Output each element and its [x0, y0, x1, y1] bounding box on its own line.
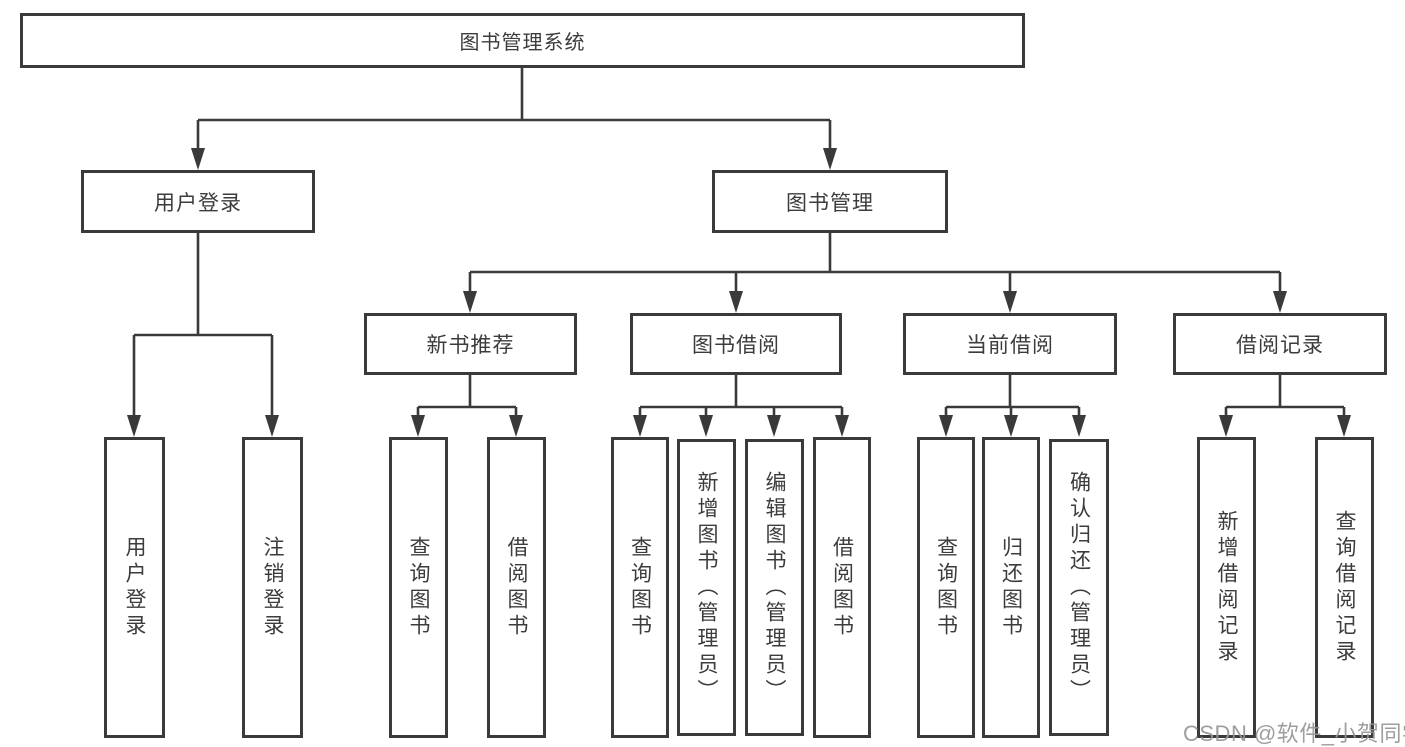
node-new-book-recommend: 新书推荐: [364, 313, 577, 375]
arrowheads: [127, 148, 1351, 437]
leaf-current-query-books-label: 查询图书: [934, 535, 958, 640]
arrowhead: [411, 415, 425, 437]
node-new-book-recommend-label: 新书推荐: [426, 334, 515, 357]
arrowhead: [265, 415, 279, 437]
arrowhead: [767, 415, 781, 437]
leaf-borrow-borrow-books-label: 借阅图书: [830, 535, 854, 640]
leaf-current-confirm-return-admin: 确认归还（管理员）: [1049, 439, 1109, 736]
arrowhead: [699, 415, 713, 437]
node-borrow-records: 借阅记录: [1173, 313, 1387, 375]
leaf-user-login-label: 用户登录: [123, 535, 146, 640]
node-root: 图书管理系统: [20, 13, 1025, 68]
leaf-user-login: 用户登录: [104, 437, 165, 738]
arrowhead: [633, 415, 647, 437]
leaf-newbook-query-books-label: 查询图书: [407, 535, 430, 640]
leaf-borrow-query-books-label: 查询图书: [628, 535, 652, 640]
leaf-borrow-edit-books-admin: 编辑图书（管理员）: [745, 439, 804, 736]
arrowhead: [823, 148, 837, 170]
leaf-newbook-borrow-books-label: 借阅图书: [505, 535, 528, 640]
leaf-records-query-record: 查询借阅记录: [1315, 437, 1374, 738]
leaf-newbook-borrow-books: 借阅图书: [487, 437, 546, 738]
watermark: CSDN @软件_小贺同学: [1183, 721, 1405, 746]
leaf-current-query-books: 查询图书: [917, 437, 975, 738]
node-book-borrow-label: 图书借阅: [692, 334, 780, 357]
connector-bookborrow-to-leaves: [638, 375, 844, 417]
node-book-management-label: 图书管理: [786, 191, 874, 215]
arrowhead: [1003, 291, 1017, 313]
leaf-current-return-books-label: 归还图书: [999, 535, 1023, 640]
arrowhead: [1337, 415, 1351, 437]
arrowhead: [509, 415, 523, 437]
leaf-logout: 注销登录: [242, 437, 303, 738]
arrowhead: [127, 415, 141, 437]
leaf-current-confirm-return-admin-label: 确认归还（管理员）: [1067, 470, 1091, 705]
arrowhead: [1072, 415, 1086, 437]
arrowhead: [1219, 415, 1233, 437]
node-root-label: 图书管理系统: [459, 32, 586, 54]
leaf-current-return-books: 归还图书: [982, 437, 1040, 738]
node-user-login: 用户登录: [81, 170, 315, 233]
connector-root-to-level2: [196, 68, 832, 150]
connector-bookmgmt-to-level3: [468, 233, 1282, 293]
connector-records-to-leaves: [1224, 375, 1346, 417]
node-current-borrow-label: 当前借阅: [966, 334, 1054, 357]
node-book-management: 图书管理: [712, 170, 948, 233]
leaf-borrow-borrow-books: 借阅图书: [813, 437, 871, 738]
arrowhead: [729, 291, 743, 313]
leaf-borrow-query-books: 查询图书: [611, 437, 669, 738]
node-book-borrow: 图书借阅: [630, 313, 842, 375]
arrowhead: [191, 148, 205, 170]
leaf-borrow-add-books-admin: 新增图书（管理员）: [677, 439, 736, 736]
leaf-records-query-record-label: 查询借阅记录: [1333, 509, 1356, 666]
arrowhead: [1273, 291, 1287, 313]
arrowhead: [463, 291, 477, 313]
leaf-records-add-record: 新增借阅记录: [1197, 437, 1256, 738]
arrowhead: [939, 415, 953, 437]
node-current-borrow: 当前借阅: [903, 313, 1117, 375]
leaf-logout-label: 注销登录: [261, 535, 284, 640]
leaf-newbook-query-books: 查询图书: [389, 437, 448, 738]
node-user-login-label: 用户登录: [154, 191, 242, 215]
leaf-borrow-add-books-admin-label: 新增图书（管理员）: [695, 470, 718, 705]
arrowhead: [835, 415, 849, 437]
node-borrow-records-label: 借阅记录: [1236, 334, 1324, 357]
connector-currentborrow-to-leaves: [944, 375, 1081, 417]
connector-newbooks-to-leaves: [416, 375, 518, 417]
leaf-borrow-edit-books-admin-label: 编辑图书（管理员）: [763, 470, 786, 705]
leaf-records-add-record-label: 新增借阅记录: [1215, 509, 1238, 666]
arrowhead: [1004, 415, 1018, 437]
connector-userlogin-to-leaves: [132, 233, 274, 417]
